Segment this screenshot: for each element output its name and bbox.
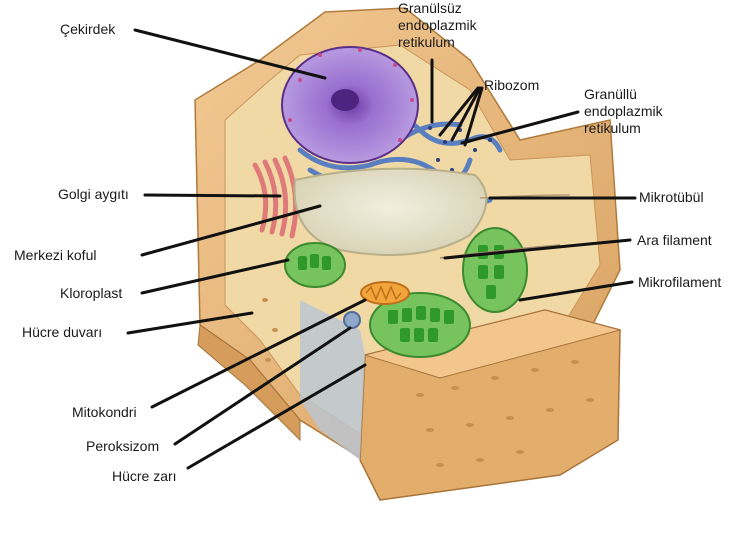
- mitochondrion: [361, 282, 409, 304]
- label-kloroplast: Kloroplast: [60, 285, 122, 302]
- label-merkezi-koful: Merkezi koful: [14, 247, 96, 264]
- label-hucre-zari: Hücre zarı: [112, 468, 177, 485]
- peroxisome: [344, 312, 360, 328]
- label-mikrotubul: Mikrotübül: [639, 189, 704, 206]
- label-granulsuz-er: Granülsüz endoplazmik retikulum: [398, 0, 498, 51]
- chloroplast-left: [285, 243, 345, 287]
- nucleolus: [331, 89, 359, 111]
- label-ara-filament: Ara filament: [637, 232, 712, 249]
- label-hucre-duvari: Hücre duvarı: [22, 324, 102, 341]
- chloroplast-right: [463, 228, 527, 312]
- label-golgi: Golgi aygıtı: [58, 186, 129, 203]
- central-vacuole: [295, 169, 487, 255]
- label-granullu-er: Granüllü endoplazmik retikulum: [584, 86, 684, 137]
- label-cekirdek: Çekirdek: [60, 21, 115, 38]
- label-mikrofilament: Mikrofilament: [638, 274, 721, 291]
- label-mitokondri: Mitokondri: [72, 404, 137, 421]
- label-peroksizom: Peroksizom: [86, 438, 159, 455]
- label-ribozom: Ribozom: [484, 77, 539, 94]
